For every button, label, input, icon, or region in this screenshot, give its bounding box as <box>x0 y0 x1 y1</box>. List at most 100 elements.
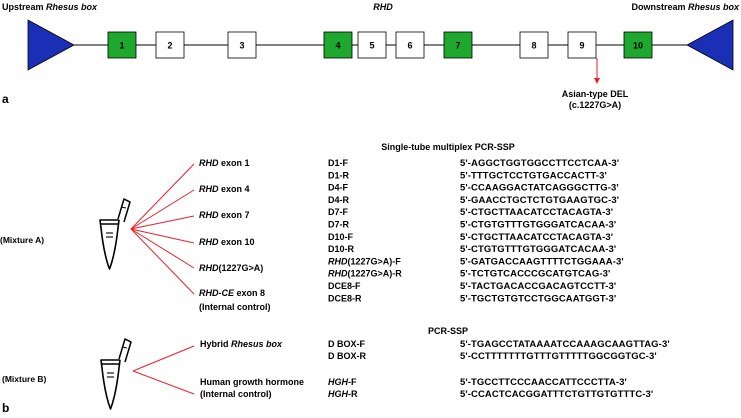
panel-b: Single-tube multiplex PCR-SSP (Mixture A… <box>0 142 670 415</box>
primer-sequence: 5'-TCTGTCACCCGCATGTCAG-3' <box>460 269 610 280</box>
tube-lid-hinge <box>121 346 128 349</box>
target-label: RHD(1227G>A) <box>199 263 263 273</box>
exon-box <box>443 31 473 59</box>
fan-lines-a <box>130 163 195 295</box>
exon-7: 7 <box>443 31 473 59</box>
primer-sequence: 5'-TACTGACACCGACAGTCCTT-3' <box>460 281 616 292</box>
exon-9: 9 <box>567 31 597 59</box>
exon-box <box>519 31 549 59</box>
fan-line <box>132 370 195 395</box>
exon-2: 2 <box>155 31 185 59</box>
primer-sequence: 5'-TGAGCCTATAAAATCCAAAGCAAGTTAG-3' <box>460 339 670 350</box>
primer-name: RHD(1227G>A)-F <box>328 256 401 266</box>
primer-name: D4-F <box>328 183 349 193</box>
tube-lid-hinge <box>120 206 127 209</box>
mixture-a-label: (Mixture A) <box>0 235 44 245</box>
panel-b-label: b <box>2 401 9 415</box>
primer-sequence: 5'-TTTGCTCCTGTGACCACTT-3' <box>460 170 607 181</box>
exon-3: 3 <box>227 31 257 59</box>
primer-name: D10-R <box>328 244 355 254</box>
exon-4: 4 <box>323 31 353 59</box>
primer-sequence: 5'-CTGTGTTTGTGGGATCACAA-3' <box>460 220 616 231</box>
hybrid-rhesus-box-label: Hybrid Rhesus box <box>200 339 283 349</box>
exon-label: 10 <box>633 41 643 51</box>
primer-name: D1-R <box>328 170 350 180</box>
primer-name: D10-F <box>328 232 354 242</box>
exon-label: 3 <box>239 41 244 51</box>
pcr-ssp-title: PCR-SSP <box>428 326 468 336</box>
tube-lid <box>117 198 131 223</box>
target-label: RHD-CE exon 8 <box>199 288 265 298</box>
fan-line <box>130 163 195 230</box>
exon-box <box>567 31 597 59</box>
internal-control-a-label: (Internal control) <box>199 302 271 312</box>
panel-a: Upstream Rhesus box RHD Downstream Rhesu… <box>2 2 740 110</box>
del-label-line-1: Asian-type DEL <box>562 89 629 99</box>
exon-6: 6 <box>395 31 425 59</box>
primer-name: HGH-F <box>328 377 357 387</box>
tube-b-icon <box>100 338 132 410</box>
exon-label: 6 <box>407 41 412 51</box>
fan-line <box>130 228 195 295</box>
exon-10: 10 <box>623 31 653 59</box>
exon-label: 7 <box>455 41 460 51</box>
exon-1: 1 <box>107 31 137 59</box>
fan-lines-b <box>132 345 195 395</box>
primer-sequence: 5'-TGCTGTGTCCTGGCAATGGT-3' <box>460 293 616 304</box>
primer-name: DCE8-F <box>328 281 361 291</box>
primer-name: D BOX-R <box>328 351 367 361</box>
primer-sequence: 5'-GAACCTGCTCTGTGAAGTGC-3' <box>460 195 619 206</box>
fan-line <box>130 228 195 244</box>
fan-line <box>132 345 195 372</box>
exon-label: 4 <box>335 41 340 51</box>
gene-label: RHD <box>373 2 393 12</box>
primer-sequence: 5'-CCACTCACGGATTTCTGTTGTGTTTC-3' <box>460 389 653 400</box>
primer-sequence: 5'-CCAAGGACTATCAGGGCTTG-3' <box>460 183 619 194</box>
primer-name: D1-F <box>328 158 349 168</box>
primer-sequence: 5'-GATGACCAAGTTTTCTGGAAA-3' <box>460 256 624 267</box>
targets-a: RHD exon 1 RHD exon 4 RHD exon 7 RHD exon 1… <box>199 158 271 312</box>
panel-a-label: a <box>2 92 9 106</box>
primer-sequence: 5'-AGGCTGGTGGCCTTCCTCAA-3' <box>460 158 619 169</box>
fan-line <box>130 189 195 230</box>
downstream-rhesus-box-triangle <box>686 19 734 71</box>
primer-name: RHD(1227G>A)-R <box>328 269 402 279</box>
primers-a: D1-F 5'-AGGCTGGTGGCCTTCCTCAA-3' D1-R 5'-TTT… <box>328 158 624 304</box>
tube-a-icon <box>99 198 131 270</box>
primer-name: DCE8-R <box>328 293 362 303</box>
exon-box <box>155 31 185 59</box>
primer-sequence: 5'-CTGTGTTTGTGGGATCACAA-3' <box>460 244 616 255</box>
primer-name: D7-F <box>328 207 349 217</box>
internal-control-b-label: (Internal control) <box>200 389 272 399</box>
downstream-rhesus-box-label: Downstream Rhesus box <box>631 2 740 12</box>
fan-line <box>130 215 195 230</box>
tube-lid <box>118 338 132 363</box>
target-label: RHD exon 4 <box>199 184 250 194</box>
del-label-line-2: (c.1227G>A) <box>569 100 621 110</box>
mixture-b-label: (Mixture B) <box>2 374 47 384</box>
primer-name: D BOX-F <box>328 339 366 349</box>
target-label: RHD exon 1 <box>199 158 250 168</box>
exon-box <box>107 31 137 59</box>
exon-label: 2 <box>167 41 172 51</box>
exon-row: 1 2 3 4 5 6 7 8 9 10 <box>107 31 653 59</box>
exon-box <box>323 31 353 59</box>
exon-label: 5 <box>369 41 374 51</box>
exon-box <box>357 31 387 59</box>
exon-8: 8 <box>519 31 549 59</box>
primer-sequence: 5'-TGCCTTCCCAACCATTCCCTTA-3' <box>460 377 627 388</box>
del-arrow-head <box>594 78 600 84</box>
target-label: RHD exon 10 <box>199 237 255 247</box>
target-label: RHD exon 7 <box>199 210 250 220</box>
exon-box <box>227 31 257 59</box>
exon-box <box>623 31 653 59</box>
hgh-label: Human growth hormone <box>200 377 304 387</box>
primer-sequence: 5'-CTGCTTAACATCCTACAGTA-3' <box>460 207 613 218</box>
upstream-rhesus-box-label: Upstream Rhesus box <box>2 2 98 12</box>
tube-body <box>99 219 120 270</box>
primer-name: D7-R <box>328 220 350 230</box>
exon-box <box>395 31 425 59</box>
primer-sequence: 5'-CTGCTTAACATCCTACAGTA-3' <box>460 232 613 243</box>
exon-label: 9 <box>579 41 584 51</box>
